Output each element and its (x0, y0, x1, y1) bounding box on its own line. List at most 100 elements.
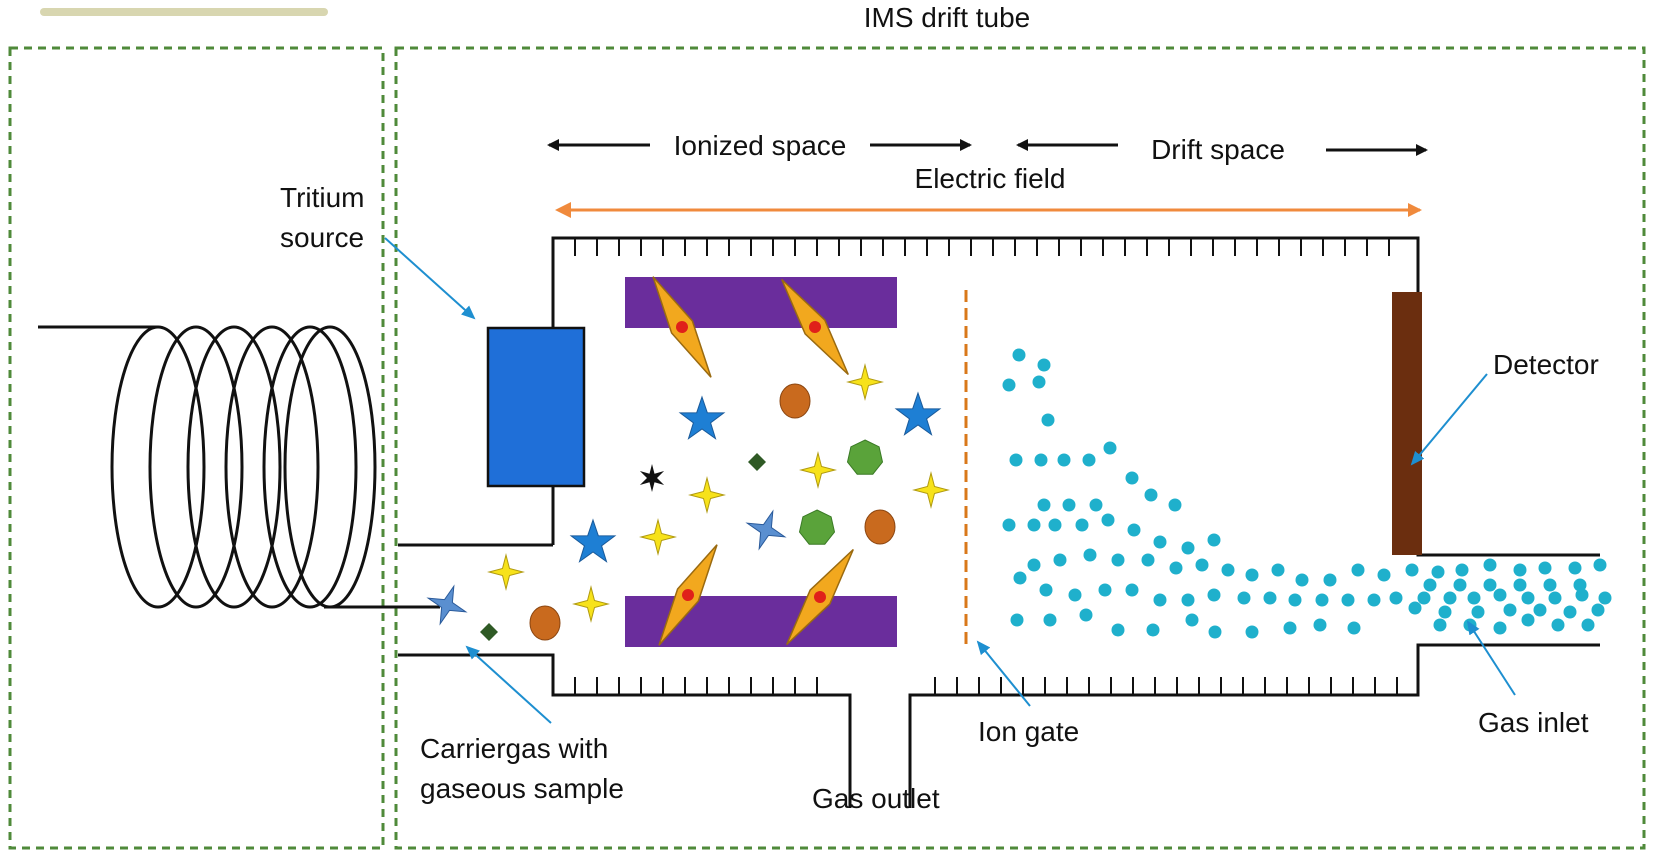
needle-icon-3 (658, 544, 718, 646)
ion-dot (1153, 535, 1167, 549)
drift-space-label: Drift space (1151, 134, 1285, 165)
ion-dot (1043, 613, 1057, 627)
ion-dot (1288, 593, 1302, 607)
ion-dot (1153, 593, 1167, 607)
ion-dot (1075, 518, 1089, 532)
left-panel (8, 46, 385, 850)
tritium-pointer-arrow (384, 237, 476, 320)
ion-dot (1598, 591, 1612, 605)
ion-dot (1037, 358, 1051, 372)
sparkle-icon (912, 471, 950, 509)
ion-dot (1377, 568, 1391, 582)
ion-dot (1471, 605, 1485, 619)
ion-dot (1263, 591, 1277, 605)
electric-field-label: Electric field (915, 163, 1066, 194)
ion-dot (1548, 591, 1562, 605)
sparkle-icon (745, 509, 787, 551)
detector-pointer-arrow (1410, 373, 1488, 466)
drift-tube-body (398, 236, 1600, 808)
circle-icon (779, 383, 811, 419)
ion-dot (1221, 563, 1235, 577)
needle-icon-2 (781, 278, 849, 376)
ion-dot (1168, 498, 1182, 512)
ion-dot (1245, 625, 1259, 639)
ion-dot (1503, 603, 1517, 617)
carriergas-label-line2: gaseous sample (420, 773, 624, 804)
ion-dot (1101, 513, 1115, 527)
needle-icon-1 (652, 276, 712, 378)
ion-dot (1144, 488, 1158, 502)
tritium-source-label-line2: source (280, 222, 364, 253)
ion-dot (1098, 583, 1112, 597)
ion-dot (1027, 518, 1041, 532)
ion-dot (1208, 625, 1222, 639)
ion-dot (1367, 593, 1381, 607)
ion-dot (1125, 471, 1139, 485)
ion-dot (1111, 553, 1125, 567)
ion-dot (1521, 613, 1535, 627)
ion-dot (1431, 565, 1445, 579)
ion-dot (1039, 583, 1053, 597)
ion-dot (1057, 453, 1071, 467)
ionized-space-label: Ionized space (674, 130, 847, 161)
ion-dot (1185, 613, 1199, 627)
ion-dot (1467, 591, 1481, 605)
drift-tube-panel (394, 46, 1646, 850)
ion-dot (1181, 541, 1195, 555)
gas-inlet-label: Gas inlet (1478, 707, 1589, 738)
lower-electrode-plate (625, 596, 897, 647)
ion-dot (1027, 558, 1041, 572)
ion-dot (1002, 378, 1016, 392)
ion-dot (1313, 618, 1327, 632)
ion-dot (1245, 568, 1259, 582)
ion-dot (1453, 578, 1467, 592)
ion-dot (1551, 618, 1565, 632)
carriergas-pointer-arrow (465, 645, 552, 724)
star-icon (569, 518, 617, 563)
sparkle-icon (426, 584, 468, 626)
ion-dot (1433, 618, 1447, 632)
heptagon-icon (798, 509, 836, 545)
ion-dot (1048, 518, 1062, 532)
ion-dot (1573, 578, 1587, 592)
ion-dot (1513, 563, 1527, 577)
ion-dot (1207, 533, 1221, 547)
ion-dot (1295, 573, 1309, 587)
ion-dot (1002, 518, 1016, 532)
needle-icon-4 (786, 548, 854, 646)
ion-dot (1010, 613, 1024, 627)
ion-gate-pointer-arrow (976, 640, 1031, 707)
ion-dot (1351, 563, 1365, 577)
ion-dot (1237, 591, 1251, 605)
detector-icon (1392, 292, 1422, 555)
ion-dot (1146, 623, 1160, 637)
ion-dot (1141, 553, 1155, 567)
heptagon-icon (846, 439, 884, 475)
sparkle-icon (799, 451, 837, 489)
drifting-ion-dots (1002, 348, 1612, 639)
circle-icon (864, 509, 896, 545)
star-icon (678, 395, 726, 440)
ion-dot (1089, 498, 1103, 512)
ion-dot (1041, 413, 1055, 427)
sparkle-icon (572, 585, 610, 623)
ion-dot (1034, 453, 1048, 467)
decorative-bar (40, 8, 328, 16)
ion-dot (1009, 453, 1023, 467)
ion-dot (1127, 523, 1141, 537)
gas-outlet-label: Gas outlet (812, 783, 940, 814)
ion-gate-label: Ion gate (978, 716, 1079, 747)
ion-dot (1543, 578, 1557, 592)
circle-icon (529, 605, 561, 641)
ion-dot (1013, 571, 1027, 585)
ion-dot (1283, 621, 1297, 635)
ion-dot (1513, 578, 1527, 592)
ion-particles (426, 363, 950, 641)
ion-dot (1455, 563, 1469, 577)
ion-dot (1417, 591, 1431, 605)
drift-space-arrow (1016, 139, 1428, 156)
ion-dot (1271, 563, 1285, 577)
ion-dot (1483, 578, 1497, 592)
ion-dot (1082, 453, 1096, 467)
ion-dot (1083, 548, 1097, 562)
